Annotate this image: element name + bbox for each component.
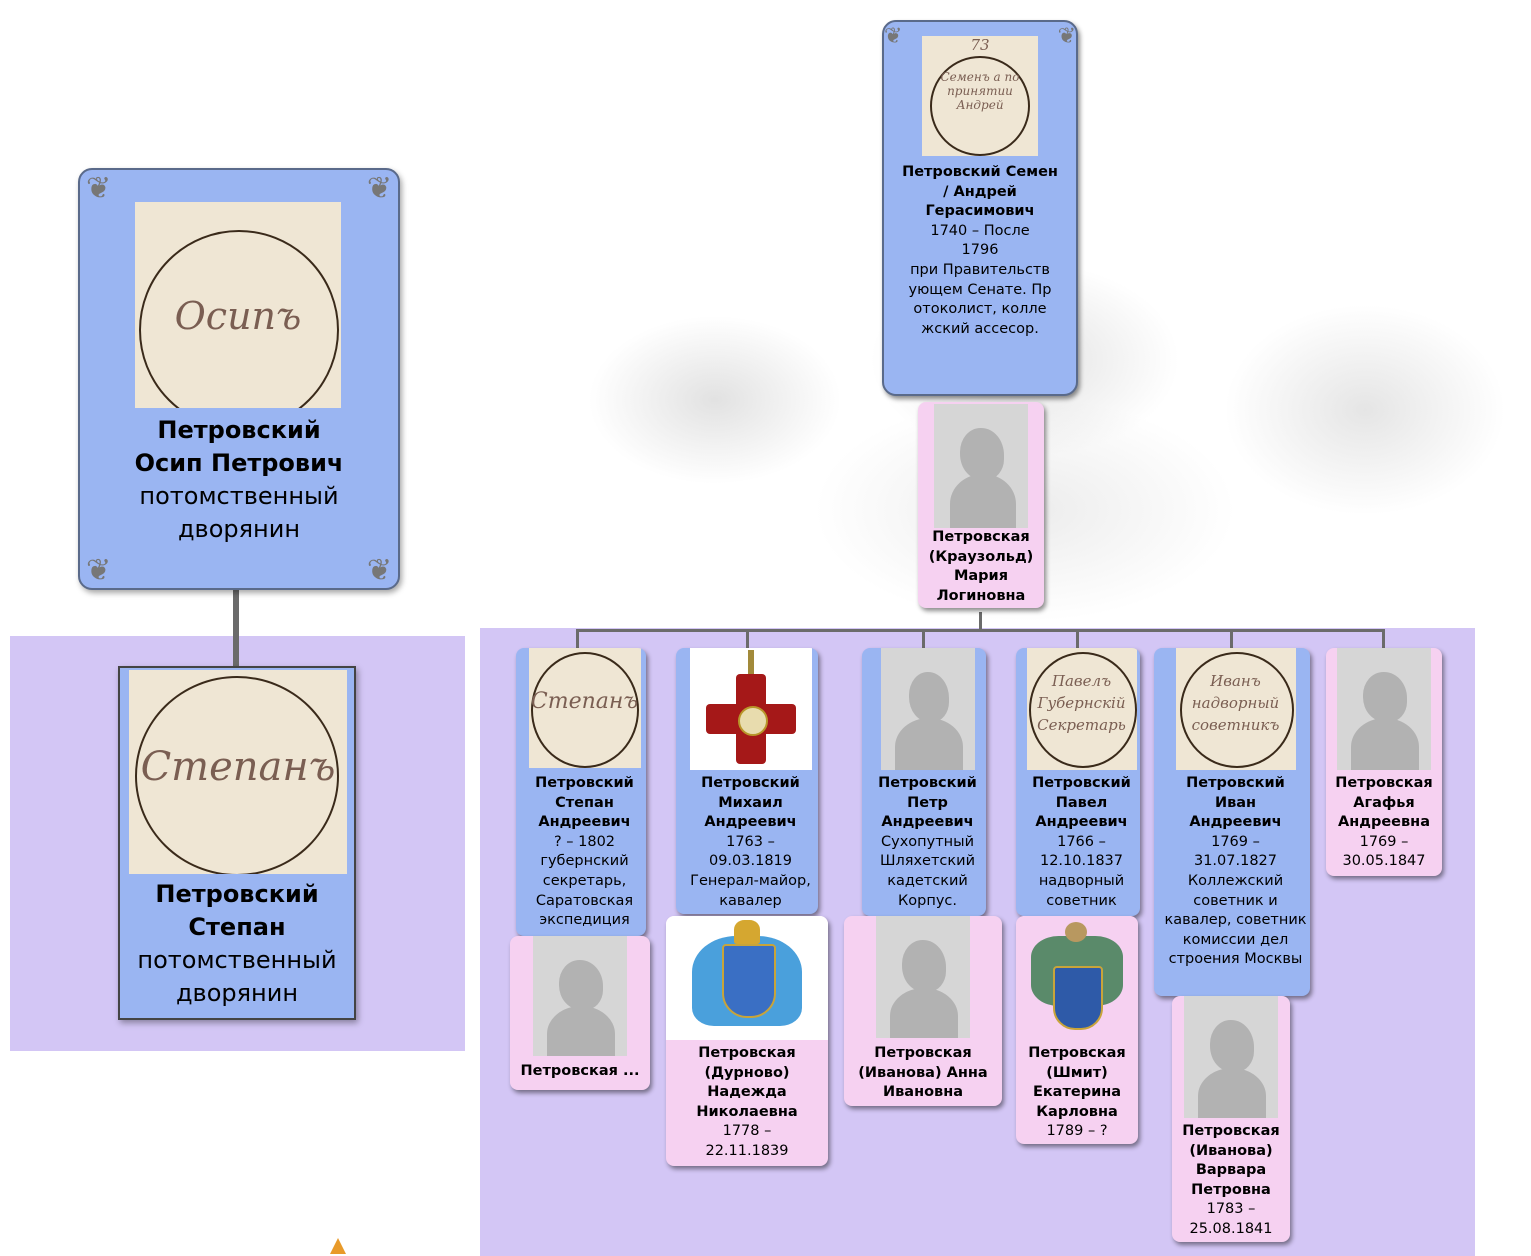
person-name: Петровская (Иванова) Анна Ивановна (858, 1045, 988, 1101)
person-name: Степан (188, 913, 286, 941)
connector-child (1230, 629, 1233, 649)
scroll-ornament-icon: ❦ (884, 24, 903, 49)
person-dates: 1789 – ? (1046, 1123, 1108, 1140)
female-silhouette-icon (934, 404, 1028, 528)
person-status: потомственный дворянин (139, 482, 339, 543)
seal-handwriting: Степанъ (530, 689, 639, 714)
seal-handwriting: Осипъ (174, 294, 302, 338)
connector-couple-children (979, 612, 982, 632)
person-dates: 1783 – 25.08.1841 (1189, 1201, 1273, 1237)
person-dates: ? – 1802 (553, 833, 616, 850)
person-card-spouse[interactable]: Петровская (Иванова) Анна Ивановна (844, 916, 1002, 1106)
person-dates: 1769 – 31.07.1827 (1193, 833, 1278, 870)
person-name: Петровская Агафья Андреевна (1335, 775, 1433, 831)
female-silhouette-icon (876, 916, 970, 1038)
person-name: Петровский Степан Андреевич (535, 775, 634, 831)
person-card-spouse[interactable]: Петровская (Иванова) Варвара Петровна 17… (1172, 996, 1290, 1242)
person-note: Сухопутный Шляхетский кадетский Корпус. (879, 833, 976, 909)
female-silhouette-icon (1184, 996, 1278, 1118)
connector-ancestor-son (233, 590, 239, 668)
connector-child (1382, 629, 1385, 649)
connector-sibling-bar (576, 629, 1385, 632)
person-surname: Петровский (155, 880, 319, 908)
coat-of-arms-icon (666, 916, 828, 1040)
seal-image[interactable]: Степанъ (528, 648, 641, 768)
connector-child (1076, 629, 1079, 649)
home-icon[interactable] (330, 1238, 346, 1254)
person-name: Петровский Михаил Андреевич (701, 775, 800, 831)
person-name: Петровская ... (520, 1063, 640, 1079)
person-dates: 1740 – После 1796 (930, 222, 1030, 259)
person-surname: Петровский (157, 416, 321, 444)
person-dates: 1769 – 30.05.1847 (1342, 833, 1426, 870)
order-of-st-anna-icon (689, 648, 812, 770)
seal-handwriting: Семенъ а по принятии Андрей (940, 70, 1020, 112)
person-note: Генерал-майор, кавалер (690, 872, 811, 909)
scroll-ornament-icon: ❦ (366, 171, 392, 206)
seal-handwriting: Степанъ (140, 744, 336, 790)
person-card-child[interactable]: Иванъ надворный советникъ Петровский Ива… (1154, 648, 1310, 996)
person-note: надворный советник (1038, 872, 1125, 909)
seal-image[interactable]: Осипъ (135, 202, 341, 408)
person-note: губернский секретарь, Саратовская экспед… (535, 853, 634, 929)
connector-child (576, 629, 579, 649)
person-card-spouse[interactable]: Петровская (Шмит) Екатерина Карловна 178… (1016, 916, 1138, 1144)
connector-child (922, 629, 925, 649)
person-card-ancestor[interactable]: ❦ ❦ ❦ ❦ Осипъ Петровский Осип Петрович п… (78, 168, 400, 590)
person-card-child[interactable]: Степанъ Петровский Степан Андреевич ? – … (516, 648, 646, 936)
person-note: при Правительствующем Сенате. Протоколис… (908, 261, 1052, 337)
seal-handwriting: Иванъ надворный советникъ (1191, 672, 1280, 734)
person-card-child[interactable]: Петровский Петр Андреевич Сухопутный Шля… (862, 648, 986, 916)
person-card-spouse[interactable]: Петровская (Дурново) Надежда Николаевна … (666, 916, 828, 1166)
connector-child (746, 629, 749, 649)
person-name: Петровский Петр Андреевич (878, 775, 977, 831)
person-card-spouse[interactable]: Петровская ... (510, 936, 650, 1090)
person-name: Петровская (Краузольд) Мария Логиновна (928, 529, 1034, 604)
person-card-son[interactable]: Степанъ Петровский Степан потомственный … (118, 666, 356, 1020)
person-name: Петровская (Дурново) Надежда Николаевна (696, 1045, 798, 1120)
person-name: Петровская (Иванова) Варвара Петровна (1182, 1123, 1280, 1198)
seal-handwriting: Павелъ Губернскій Секретарь (1037, 672, 1126, 734)
person-dates: 1766 – 12.10.1837 (1039, 833, 1124, 870)
person-name: Петровская (Шмит) Екатерина Карловна (1028, 1045, 1126, 1120)
person-name: Петровский Павел Андреевич (1032, 775, 1131, 831)
person-note: Коллежский советник и кавалер, советник … (1164, 872, 1307, 968)
scroll-ornament-icon: ❦ (86, 553, 112, 588)
seal-image[interactable]: Павелъ Губернскій Секретарь (1026, 648, 1137, 770)
scroll-ornament-icon: ❦ (86, 171, 112, 206)
person-dates: 1763 – 09.03.1819 (708, 833, 793, 870)
person-card-child[interactable]: Петровская Агафья Андреевна 1769 – 30.05… (1326, 648, 1442, 876)
scroll-ornament-icon: ❦ (366, 553, 392, 588)
seal-image[interactable]: 73 Семенъ а по принятии Андрей (922, 36, 1038, 156)
person-card-child[interactable]: Павелъ Губернскій Секретарь Петровский П… (1016, 648, 1140, 916)
coat-of-arms-icon (1023, 916, 1131, 1040)
person-card-root-spouse[interactable]: Петровская (Краузольд) Мария Логиновна (918, 402, 1044, 608)
person-dates: 1778 – 22.11.1839 (705, 1123, 789, 1159)
person-card-child[interactable]: Петровский Михаил Андреевич 1763 – 09.03… (676, 648, 818, 914)
person-card-root[interactable]: ❦ ❦ 73 Семенъ а по принятии Андрей Петро… (882, 20, 1078, 396)
person-name: Петровский Иван Андреевич (1186, 775, 1285, 831)
seal-image[interactable]: Степанъ (129, 670, 347, 874)
female-silhouette-icon (1337, 648, 1431, 770)
seal-number: 73 (970, 36, 990, 54)
seal-image[interactable]: Иванъ надворный советникъ (1175, 648, 1296, 770)
female-silhouette-icon (533, 936, 627, 1056)
person-name: Осип Петрович (134, 449, 344, 477)
person-name: Петровский Семен / Андрей Герасимович (902, 164, 1058, 220)
scroll-ornament-icon: ❦ (1057, 24, 1076, 49)
person-status: потомственный дворянин (137, 946, 337, 1007)
male-silhouette-icon (880, 648, 975, 770)
